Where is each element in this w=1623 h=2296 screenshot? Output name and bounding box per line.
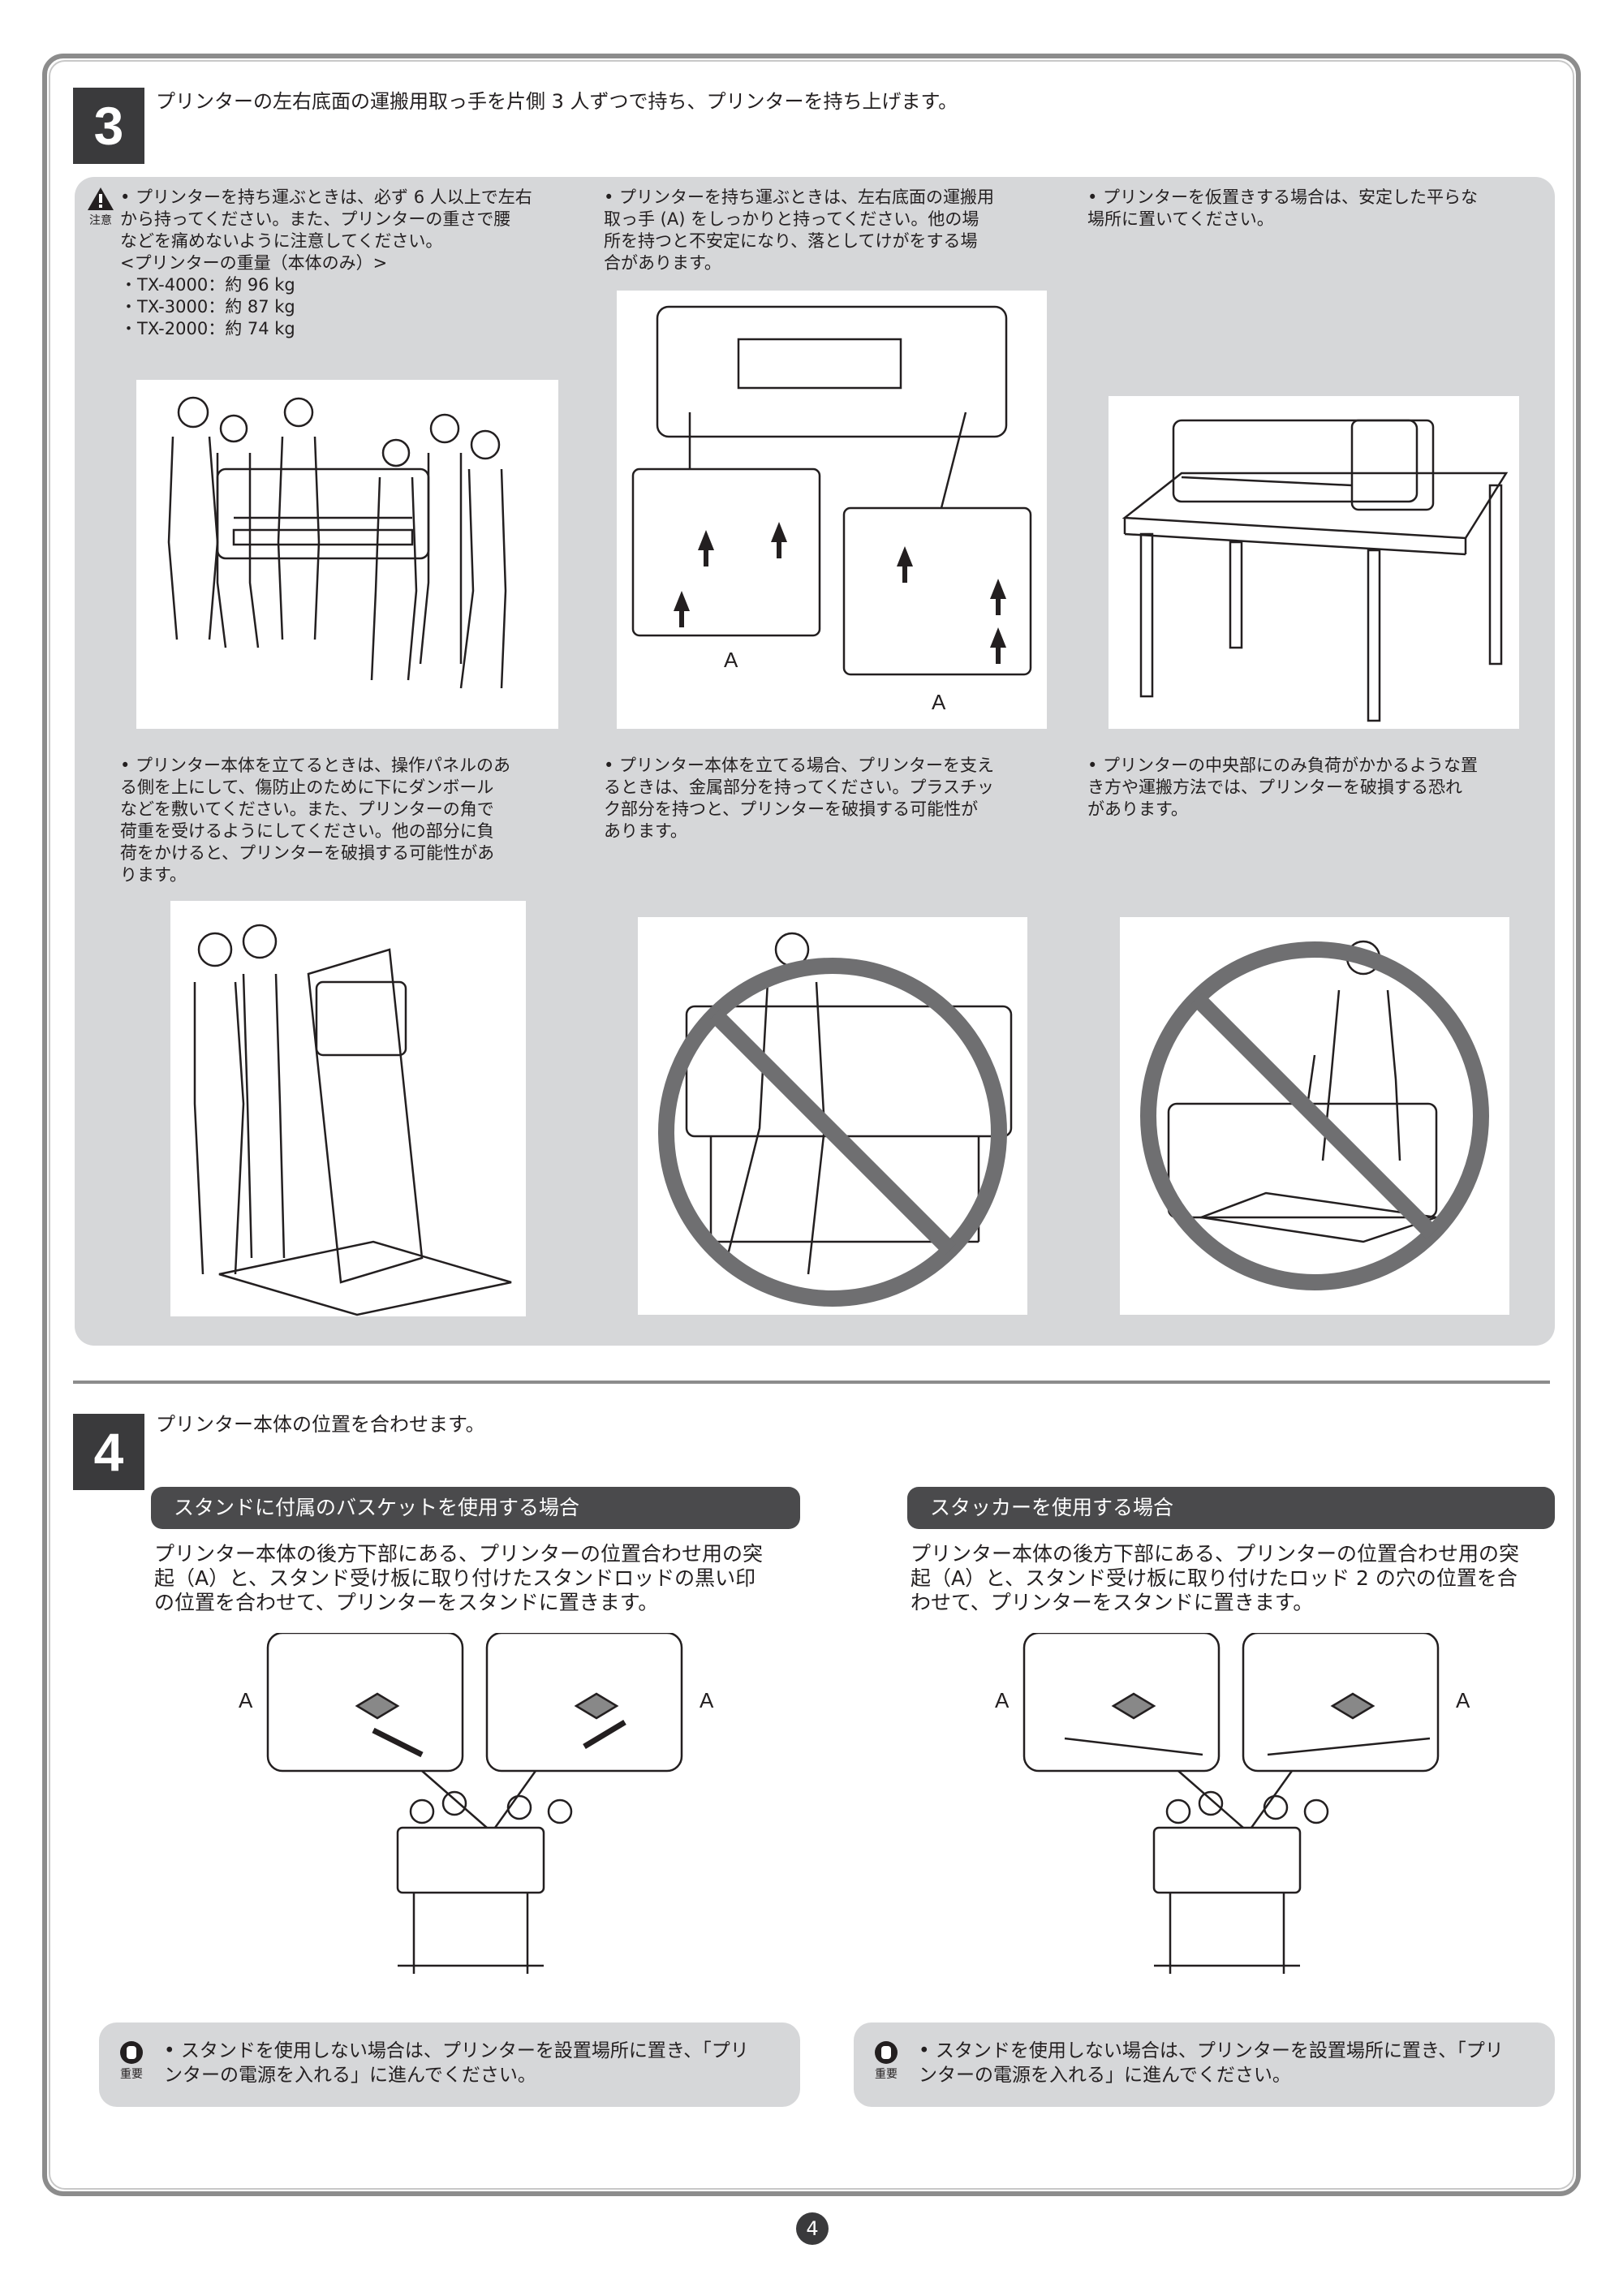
illustration-prohibited-center-load [1120,917,1509,1315]
important-box-basket: 重要 • スタンドを使用しない場合は、プリンターを設置場所に置き、「プリ ンター… [99,2022,800,2107]
page-frame-inner [49,60,1574,2190]
body-basket-case: プリンター本体の後方下部にある、プリンターの位置合わせ用の突 起（A）と、スタン… [154,1542,764,1614]
illustration-alignment-basket: A A [235,1633,713,1998]
caution-icon: 注意 [84,187,117,227]
callout-a-stacker-right: A [1456,1688,1470,1712]
important-label: 重要 [120,2068,143,2081]
note-handles: • プリンターを持ち運ぶときは、左右底面の運搬用 取っ手 (A) をしっかりと持… [604,187,995,273]
important-icon: 重要 [870,2040,902,2081]
note-six-people: • プリンターを持ち運ぶときは、必ず 6 人以上で左右 から持ってください。また… [120,187,532,338]
note-temporary-placement: • プリンターを仮置きする場合は、安定した平らな 場所に置いてください。 [1087,187,1479,229]
callout-a-left: A [724,648,738,672]
illustration-six-people-lifting [136,380,558,729]
callout-a-stacker-left: A [995,1688,1010,1712]
step-4-instruction: プリンター本体の位置を合わせます。 [156,1413,485,1436]
step-3-instruction: プリンターの左右底面の運搬用取っ手を片側 3 人ずつで持ち、プリンターを持ち上げ… [156,90,958,113]
important-text-basket: • スタンドを使用しない場合は、プリンターを設置場所に置き、「プリ ンターの電源… [164,2040,749,2086]
illustration-prohibited-plastic-hold [638,917,1027,1315]
note-standing-printer: • プリンター本体を立てるときは、操作パネルのあ る側を上にして、傷防止のために… [120,756,511,885]
callout-a-basket-right: A [700,1688,714,1712]
heading-stacker-case: スタッカーを使用する場合 [907,1487,1555,1529]
page-frame [42,54,1581,2196]
important-label: 重要 [875,2068,898,2081]
heading-basket-case: スタンドに付属のバスケットを使用する場合 [151,1487,800,1529]
section-divider [73,1381,1550,1384]
important-text-stacker: • スタンドを使用しない場合は、プリンターを設置場所に置き、「プリ ンターの電源… [919,2040,1504,2086]
step-4-number: 4 [73,1414,144,1490]
callout-a-right: A [932,690,946,714]
body-stacker-case: プリンター本体の後方下部にある、プリンターの位置合わせ用の突 起（A）と、スタン… [911,1542,1520,1614]
important-box-stacker: 重要 • スタンドを使用しない場合は、プリンターを設置場所に置き、「プリ ンター… [854,2022,1555,2107]
note-center-load: • プリンターの中央部にのみ負荷がかかるような置 き方や運搬方法では、プリンター… [1087,756,1479,819]
step-3-number: 3 [73,88,144,164]
important-icon: 重要 [115,2040,148,2081]
illustration-standing-printer [170,901,526,1316]
note-metal-parts: • プリンター本体を立てる場合、プリンターを支え るときは、金属部分を持ってくだ… [604,756,995,841]
illustration-handles-detail: A A [617,291,1047,729]
illustration-alignment-stacker: A A [992,1633,1470,1998]
callout-a-basket-left: A [239,1688,253,1712]
caution-label: 注意 [89,214,112,227]
illustration-printer-on-table [1109,396,1519,729]
page-number: 4 [796,2212,829,2245]
